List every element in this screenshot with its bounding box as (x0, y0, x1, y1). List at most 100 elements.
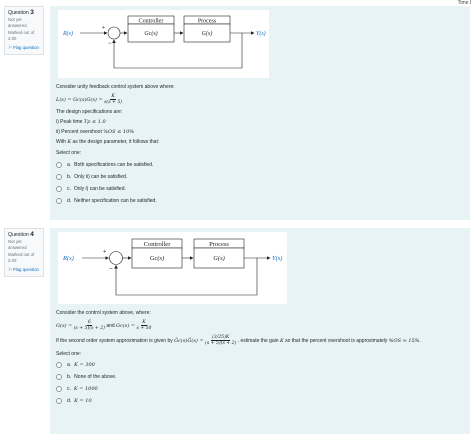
option-letter: b. (67, 173, 72, 180)
spec-2-text: ii) Percent overshoot (56, 128, 102, 135)
equation-fraction: K s(s + 5) (104, 94, 122, 105)
question-4: Question 4 Not yet answered Marked out o… (4, 228, 470, 434)
gc-lhs: Gc(s) = (116, 322, 136, 329)
option-letter: d. (67, 197, 72, 204)
flag-question-link[interactable]: ⚐ Flag question (8, 45, 40, 52)
answer-option-a[interactable]: a. Both specifications can be satisfied. (56, 159, 464, 171)
minus-sign: − (109, 266, 113, 273)
specs-intro: The design specifications are: (56, 108, 123, 115)
answer-option-c[interactable]: c. K = 1000 (56, 383, 464, 395)
output-signal-label: Y(s) (272, 255, 282, 262)
question-number: Question 3 (8, 9, 40, 17)
and-text: and (106, 322, 115, 329)
spec-2-math: %OS ≤ 10% (103, 128, 135, 135)
gc-numerator: K (141, 320, 147, 326)
approx-fraction: (3/25)K (s + 5)(s + 2) (205, 335, 236, 346)
g-fraction: 6 (s + 5)(s + 2) (74, 320, 105, 331)
plus-sign: + (103, 249, 106, 255)
spec-2: ii) Percent overshoot %OS ≤ 10% (56, 129, 464, 136)
question-number-value: 4 (30, 231, 34, 238)
approx-post: so that the percent overshoot is approxi… (285, 337, 388, 344)
radio-button[interactable] (56, 197, 62, 204)
option-text: Neither specification can be satisfied. (74, 197, 157, 204)
block-diagram: Controller Process Gc(s) G(s) R(s) Y(s) … (58, 232, 287, 304)
option-letter: a. (67, 161, 72, 168)
spec-1: i) Peak time Tp ≤ 1.0 (56, 119, 464, 126)
plant-controller-equations: G(s) = 6 (s + 5)(s + 2) and Gc(s) = K s … (56, 320, 464, 331)
input-signal-label: R(s) (62, 30, 73, 37)
process-label: Process (209, 241, 229, 248)
process-label: Process (198, 18, 217, 24)
radio-button[interactable] (56, 173, 62, 180)
radio-button[interactable] (56, 374, 62, 380)
spec-1-text: i) Peak time (56, 118, 83, 125)
output-signal-label: Y(s) (256, 30, 266, 37)
controller-label: Controller (139, 18, 164, 24)
option-letter: c. (67, 386, 71, 392)
answer-option-c[interactable]: c. Only i) can be satisfied. (56, 183, 464, 195)
question-content: Controller Process Gc(s) G(s) R(s) Y(s) … (50, 6, 470, 220)
g-lhs: G(s) = (56, 322, 73, 329)
option-text: K = 10 (74, 398, 92, 404)
flag-icon: ⚐ (8, 44, 12, 50)
approx-os: %OS ≈ 15%. (388, 337, 422, 344)
feedback-path (112, 33, 243, 69)
answer-option-a[interactable]: a. K = 300 (56, 359, 464, 371)
closing-post: as the design parameter, it follows that… (72, 138, 160, 145)
flag-question-link[interactable]: ⚐ Flag question (8, 267, 40, 274)
feedback-path (114, 258, 258, 296)
summing-junction (107, 26, 121, 40)
flag-icon: ⚐ (8, 266, 12, 272)
question-grade: Marked out of 2.00 (8, 29, 35, 42)
option-text: Only ii) can be satisfied. (74, 173, 128, 180)
controller-tf: Gc(s) (144, 30, 157, 37)
radio-button[interactable] (56, 185, 62, 192)
radio-button[interactable] (56, 362, 62, 368)
option-text: K = 300 (74, 362, 95, 368)
block-diagram: Controller Process Gc(s) G(s) R(s) Y(s) … (58, 10, 269, 78)
question-grade: Marked out of 2.00 (8, 251, 35, 264)
g-denominator: (s + 5)(s + 2) (73, 326, 105, 331)
answer-option-d[interactable]: d. Neither specification can be satisfie… (56, 195, 464, 207)
equation-denominator: s(s + 5) (104, 100, 123, 105)
spec-1-math: Tp ≤ 1.0 (83, 118, 106, 125)
closing-text: With K as the design parameter, it follo… (56, 139, 464, 146)
block-diagram-svg: Controller Process Gc(s) G(s) R(s) Y(s) … (62, 238, 282, 296)
answer-option-b[interactable]: b. None of the above. (56, 371, 464, 383)
minus-sign: − (108, 41, 112, 47)
process-tf: G(s) (202, 30, 213, 37)
question-state: Not yet answered (8, 238, 27, 251)
flag-question-label: Flag question (13, 266, 39, 272)
option-letter: c. (67, 185, 71, 192)
g-numerator: 6 (86, 320, 92, 326)
radio-button[interactable] (56, 161, 62, 168)
approx-numerator: (3/25)K (211, 334, 231, 341)
closing-pre: With (56, 138, 66, 145)
approx-k: K (279, 337, 284, 344)
question-number-value: 3 (30, 9, 34, 16)
radio-button[interactable] (56, 386, 62, 392)
option-text: Both specifications can be satisfied. (74, 161, 154, 168)
approx-lhs: Ĝc(s)Ĝ(s) = (174, 337, 204, 344)
answer-option-b[interactable]: b. Only ii) can be satisfied. (56, 171, 464, 183)
option-letter: b. (67, 374, 72, 380)
select-one-label: Select one: (56, 350, 82, 357)
question-text: Consider the control system above, where… (56, 310, 464, 357)
intro-text: Consider unity feedback control system a… (56, 84, 175, 90)
question-number: Question 4 (8, 231, 40, 239)
question-state: Not yet answered (8, 16, 27, 29)
time-left-label: Time l (457, 0, 471, 6)
question-number-label: Question (8, 232, 29, 238)
flag-question-label: Flag question (13, 44, 39, 50)
question-info-panel: Question 4 Not yet answered Marked out o… (4, 228, 44, 277)
option-text: K = 1000 (73, 386, 98, 392)
intro-text: Consider the control system above, where… (56, 310, 151, 316)
select-one-label: Select one: (56, 150, 82, 156)
question-content: Controller Process Gc(s) G(s) R(s) Y(s) … (50, 228, 470, 434)
loop-equation: L(s) = Gc(s)G(s) = K s(s + 5) (56, 94, 464, 105)
summing-junction (109, 251, 123, 265)
closing-math: K (67, 138, 72, 145)
radio-button[interactable] (56, 398, 62, 404)
answer-option-d[interactable]: d. K = 10 (56, 395, 464, 407)
answer-options: a. Both specifications can be satisfied.… (56, 159, 464, 207)
